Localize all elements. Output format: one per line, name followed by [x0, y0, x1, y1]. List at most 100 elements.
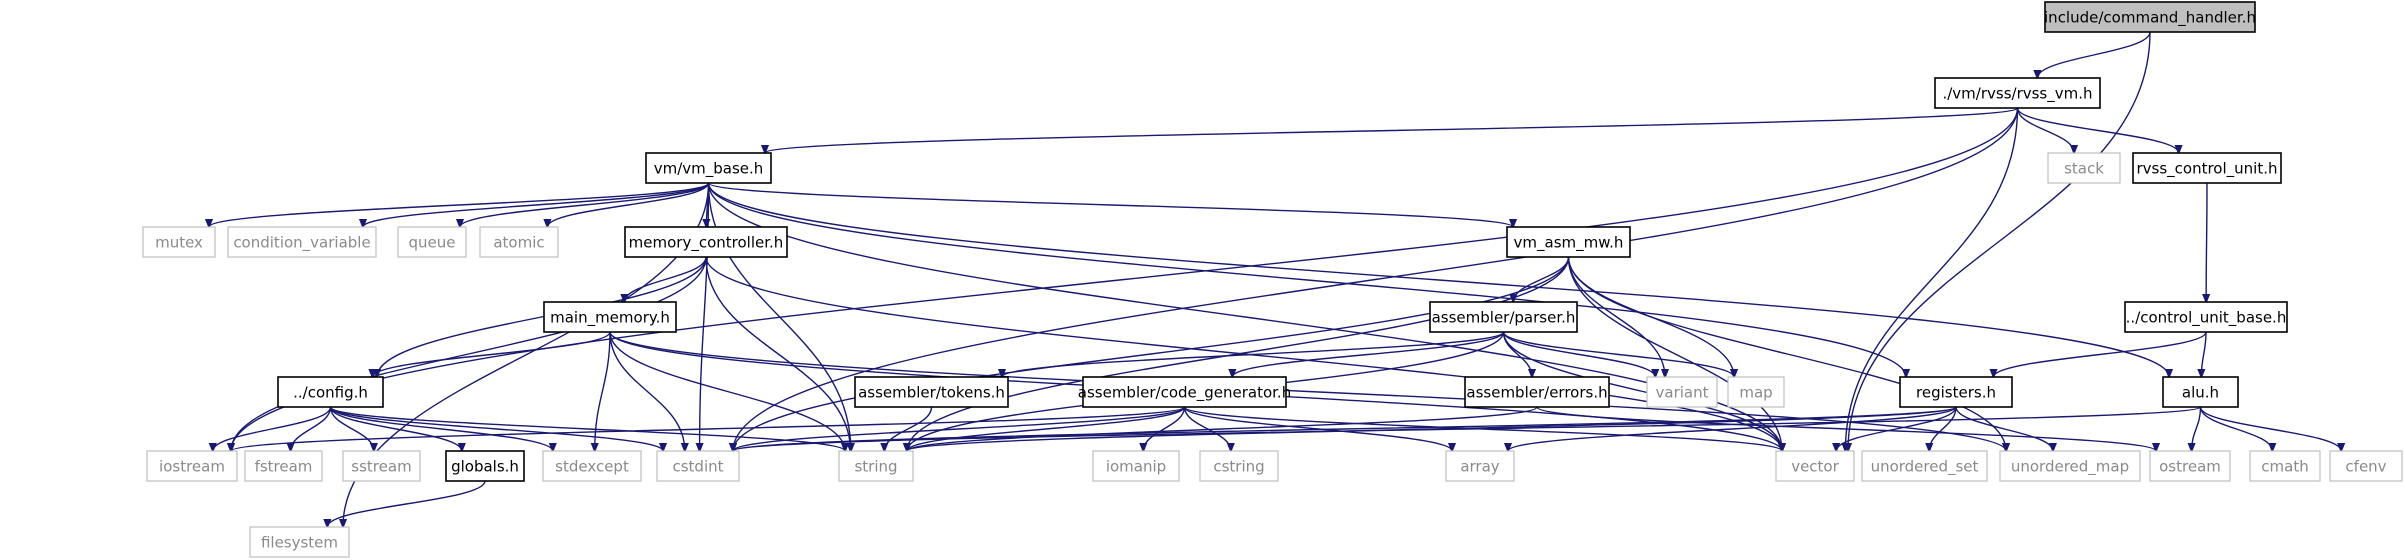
edge-vm_asm_mw-to-unordered_map	[1567, 256, 2007, 451]
node-assembler-tokens[interactable]: assembler/tokens.h	[854, 376, 1009, 408]
edge-assembler_code_generator-to-iomanip	[1143, 406, 1186, 451]
node-box-vector	[1775, 450, 1855, 482]
node-box-unordered-map	[1999, 450, 2141, 482]
edge-rvss_vm-to-vector	[1845, 107, 2019, 451]
node-box-unordered-set	[1861, 450, 1988, 482]
node-label-array: array	[1460, 458, 1499, 476]
node-box-sstream	[342, 450, 421, 482]
node-label-globals: globals.h	[451, 458, 519, 476]
node-alu[interactable]: alu.h	[2162, 376, 2239, 408]
node-box-assembler-tokens	[854, 376, 1009, 408]
node-label-assembler-errors: assembler/errors.h	[1466, 384, 1607, 402]
node-label-cstdint: cstdint	[672, 458, 723, 476]
node-sstream: sstream	[342, 450, 421, 482]
node-config[interactable]: ../config.h	[277, 376, 384, 408]
node-vector: vector	[1775, 450, 1855, 482]
node-label-filesystem: filesystem	[261, 534, 338, 552]
node-vm-asm-mw[interactable]: vm_asm_mw.h	[1506, 226, 1631, 258]
edge-rvss_vm-to-cstdint	[733, 107, 2019, 451]
node-box-iomanip	[1092, 450, 1180, 482]
node-rvss-control-unit[interactable]: rvss_control_unit.h	[2132, 152, 2282, 184]
node-map: map	[1727, 376, 1785, 408]
node-box-filesystem	[249, 526, 350, 558]
node-label-vm-asm-mw: vm_asm_mw.h	[1514, 234, 1624, 253]
node-label-alu: alu.h	[2182, 384, 2219, 402]
edge-command_handler-to-rvss_vm	[2037, 31, 2151, 78]
node-vm-base[interactable]: vm/vm_base.h	[645, 152, 772, 184]
edge-config-to-cstdint	[329, 406, 664, 451]
edge-memory_controller-to-iostream	[231, 256, 707, 451]
node-box-string	[838, 450, 914, 482]
node-label-control-unit-base: ../control_unit_base.h	[2126, 309, 2287, 328]
edge-assembler_parser-to-assembler_tokens	[1002, 331, 1505, 377]
node-memory-controller[interactable]: memory_controller.h	[624, 226, 788, 258]
node-label-cmath: cmath	[2261, 458, 2308, 476]
node-label-assembler-code-generator: assembler/code_generator.h	[1078, 384, 1291, 403]
edge-registers-to-vector	[1836, 406, 1957, 451]
node-command-handler[interactable]: include/command_handler.h	[2044, 1, 2256, 33]
node-box-command-handler	[2044, 1, 2256, 33]
node-assembler-code-generator[interactable]: assembler/code_generator.h	[1078, 376, 1291, 408]
edge-registers-to-unordered_set	[1929, 406, 1957, 451]
node-box-vm-base	[645, 152, 772, 184]
node-atomic: atomic	[479, 226, 559, 258]
node-box-cstdint	[656, 450, 740, 482]
node-label-string: string	[854, 458, 897, 476]
node-box-rvss-vm	[1934, 77, 2101, 109]
node-box-stdexcept	[542, 450, 642, 482]
node-control-unit-base[interactable]: ../control_unit_base.h	[2124, 301, 2288, 333]
edge-assembler_parser-to-variant	[1502, 331, 1656, 377]
node-globals[interactable]: globals.h	[445, 450, 525, 482]
node-box-control-unit-base	[2124, 301, 2288, 333]
node-unordered-map: unordered_map	[1999, 450, 2141, 482]
edge-rvss_vm-to-stack	[2016, 107, 2075, 153]
node-label-unordered-set: unordered_set	[1871, 458, 1979, 477]
edge-memory_controller-to-main_memory	[624, 256, 707, 302]
node-label-iomanip: iomanip	[1106, 458, 1166, 476]
edge-alu-to-cfenv	[2199, 406, 2342, 451]
node-variant: variant	[1646, 376, 1718, 408]
node-iostream: iostream	[146, 450, 238, 482]
edge-vm_base-to-vector	[707, 182, 1783, 451]
node-rvss-vm[interactable]: ./vm/rvss/rvss_vm.h	[1934, 77, 2101, 109]
node-cstring: cstring	[1199, 450, 1279, 482]
node-label-stack: stack	[2064, 160, 2104, 178]
edge-rvss_vm-to-rvss_control_unit	[2016, 107, 2179, 153]
node-registers[interactable]: registers.h	[1899, 376, 2013, 408]
node-box-mutex	[142, 226, 216, 258]
node-label-cstring: cstring	[1213, 458, 1264, 476]
edge-assembler_errors-to-ostream	[1536, 406, 2156, 451]
node-label-rvss-control-unit: rvss_control_unit.h	[2136, 160, 2277, 179]
node-box-variant	[1646, 376, 1718, 408]
node-label-main-memory: main_memory.h	[550, 309, 670, 328]
node-box-cstring	[1199, 450, 1279, 482]
node-assembler-errors[interactable]: assembler/errors.h	[1464, 376, 1610, 408]
node-label-queue: queue	[409, 234, 456, 252]
edge-config-to-sstream	[329, 406, 374, 451]
edge-vm_asm_mw-to-string	[907, 256, 1570, 451]
node-filesystem: filesystem	[249, 526, 350, 558]
node-label-assembler-parser: assembler/parser.h	[1432, 309, 1576, 327]
edge-vm_base-to-mutex	[209, 182, 710, 227]
edge-assembler_parser-to-assembler_code_generator	[1232, 331, 1505, 377]
node-box-condition-variable	[227, 226, 377, 258]
node-label-cfenv: cfenv	[2345, 458, 2386, 476]
node-box-alu	[2162, 376, 2239, 408]
edge-config-to-fstream	[291, 406, 332, 451]
node-box-vm-asm-mw	[1506, 226, 1631, 258]
node-label-unordered-map: unordered_map	[2011, 458, 2129, 477]
node-label-config: ../config.h	[293, 384, 368, 402]
node-assembler-parser[interactable]: assembler/parser.h	[1429, 301, 1578, 333]
node-box-assembler-errors	[1464, 376, 1610, 408]
edge-control_unit_base-to-registers	[1994, 331, 2207, 377]
edge-vm_base-to-atomic	[547, 182, 710, 227]
node-label-memory-controller: memory_controller.h	[629, 234, 784, 253]
edge-config-to-stdexcept	[329, 406, 553, 451]
edge-globals-to-filesystem	[327, 480, 486, 527]
node-main-memory[interactable]: main_memory.h	[543, 301, 677, 333]
edge-rvss_control_unit-to-control_unit_base	[2206, 182, 2207, 302]
node-label-fstream: fstream	[255, 458, 313, 476]
edge-config-to-iostream	[213, 406, 332, 451]
node-label-atomic: atomic	[493, 234, 544, 252]
